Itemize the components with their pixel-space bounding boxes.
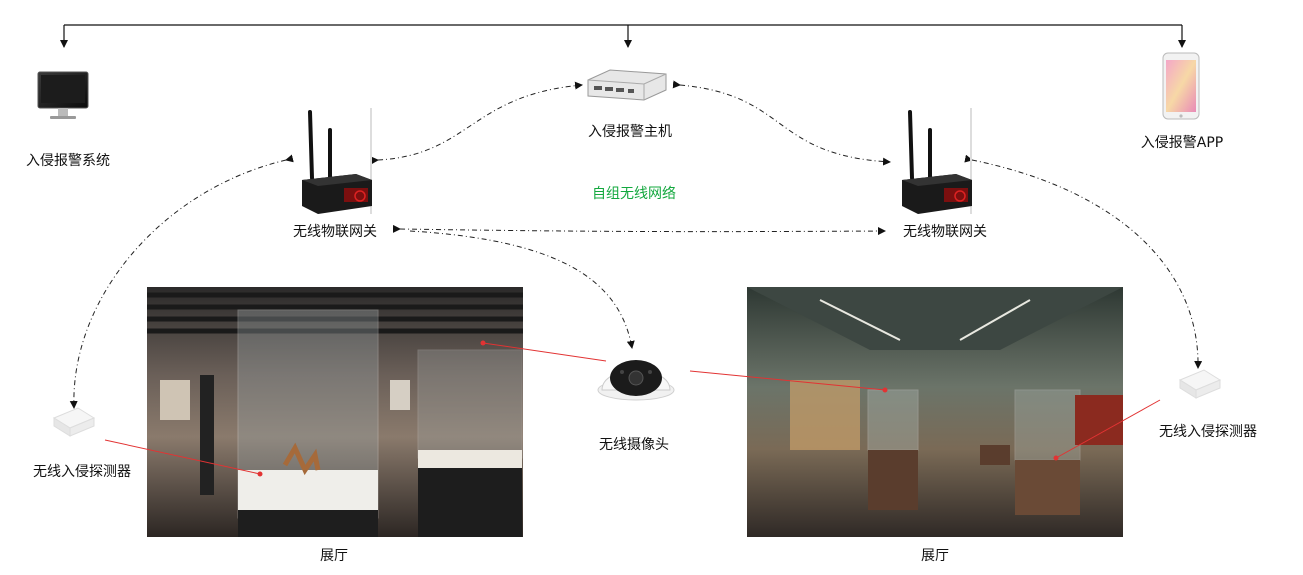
- link-gateway-detector-right: [964, 154, 1203, 369]
- camera-label: 无线摄像头: [599, 437, 669, 453]
- motion-detector-icon: [1178, 369, 1222, 399]
- alarm-host-label: 入侵报警主机: [588, 124, 672, 140]
- pointer-dots: [257, 340, 1059, 477]
- server-host-icon: [587, 69, 667, 101]
- detector-left-label: 无线入侵探测器: [33, 464, 131, 480]
- hall-photo-right: [747, 287, 1123, 537]
- smartphone-icon: [1162, 52, 1200, 120]
- monitor-icon: [37, 71, 89, 119]
- router-gateway-icon: [902, 108, 972, 214]
- link-gateway-camera: [409, 230, 635, 349]
- hall-right-label: 展厅: [921, 548, 949, 564]
- hall-left-label: 展厅: [320, 548, 348, 564]
- wireless-links: [69, 80, 1203, 409]
- dome-camera-icon: [597, 360, 675, 401]
- link-gateway-detector-left: [69, 154, 294, 409]
- hall-photo-left: [147, 287, 523, 537]
- top-bus-line: [60, 24, 1186, 48]
- pointer-lines: [104, 342, 1161, 475]
- router-gateway-icon: [302, 108, 372, 214]
- link-gateway-left-host: [370, 81, 583, 165]
- gateway-right-label: 无线物联网关: [903, 224, 987, 240]
- link-host-gateway-right: [672, 80, 891, 166]
- detector-right-label: 无线入侵探测器: [1159, 424, 1257, 440]
- gateway-left-label: 无线物联网关: [293, 224, 377, 240]
- motion-detector-icon: [52, 407, 96, 437]
- self-network-label: 自组无线网络: [592, 186, 676, 202]
- intrusion-system-label: 入侵报警系统: [26, 153, 110, 169]
- alarm-app-label: 入侵报警APP: [1140, 135, 1224, 151]
- link-gateway-gateway: [392, 224, 886, 236]
